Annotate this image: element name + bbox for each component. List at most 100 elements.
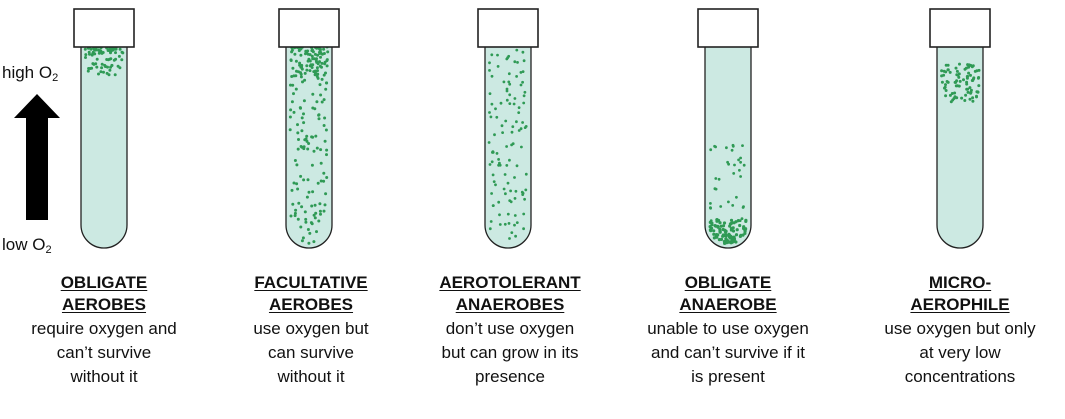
bacteria-dot (290, 48, 294, 52)
bacteria-dot (84, 53, 88, 57)
bacteria-dot (503, 173, 507, 176)
bacteria-dot (489, 115, 493, 119)
bacteria-dot (322, 209, 326, 213)
bacteria-dot (519, 71, 523, 74)
bacteria-growth (940, 62, 981, 104)
bacteria-dot (489, 220, 493, 223)
bacteria-growth (708, 143, 748, 245)
bacteria-dot (315, 66, 319, 70)
caption-obligate-anaerobe: OBLIGATE ANAEROBE unable to use oxygen a… (628, 272, 828, 388)
bacteria-dot (296, 217, 300, 221)
bacteria-dot (302, 121, 306, 125)
bacteria-dot (498, 213, 501, 217)
bacteria-dot (524, 125, 528, 128)
tube-cap (697, 8, 759, 48)
caption-description-line: concentrations (904, 367, 1016, 386)
bacteria-dot (324, 128, 328, 132)
bacteria-dot (310, 204, 314, 208)
bacteria-dot (304, 217, 308, 221)
bacteria-dot (91, 50, 95, 54)
bacteria-dot (304, 49, 308, 53)
bacteria-dot (521, 121, 524, 124)
bacteria-dot (511, 125, 515, 129)
bacteria-dot (521, 50, 525, 54)
bacteria-dot (520, 145, 523, 149)
bacteria-dot (317, 219, 321, 223)
bacteria-dot (718, 230, 722, 234)
bacteria-dot (495, 115, 499, 119)
bacteria-dot (507, 72, 511, 76)
bacteria-dot (973, 69, 977, 73)
bacteria-dot (488, 111, 491, 114)
bacteria-dot (950, 92, 954, 95)
bacteria-dot (325, 176, 329, 179)
test-tube-2 (278, 8, 340, 249)
bacteria-dot (712, 232, 716, 236)
bacteria-dot (975, 90, 979, 94)
bacteria-dot (943, 85, 947, 89)
bacteria-dot (491, 204, 495, 208)
bacteria-dot (517, 106, 521, 109)
bacteria-dot (738, 219, 742, 223)
bacteria-dot (946, 68, 950, 72)
bacteria-dot (514, 234, 517, 238)
bacteria-dot (724, 233, 728, 237)
bacteria-dot (963, 99, 967, 102)
bacteria-dot (510, 231, 514, 235)
test-tube-1 (73, 8, 135, 249)
bacteria-dot (738, 234, 743, 238)
bacteria-dot (319, 212, 322, 216)
bacteria-dot (708, 225, 712, 229)
bacteria-dot (953, 91, 957, 95)
bacteria-dot (308, 53, 312, 57)
caption-title-line: MICRO- (928, 273, 992, 292)
bacteria-dot (732, 172, 736, 175)
bacteria-dot (302, 178, 306, 182)
bacteria-dot (506, 212, 510, 216)
bacteria-dot (83, 47, 87, 51)
bacteria-dot (323, 116, 327, 120)
bacteria-dot (488, 227, 492, 231)
caption-title-line: AEROBES (268, 295, 354, 314)
bacteria-dot (514, 189, 518, 193)
bacteria-dot (301, 236, 305, 240)
bacteria-dot (488, 163, 492, 166)
bacteria-dot (742, 227, 746, 231)
bacteria-dot (303, 78, 307, 82)
bacteria-dot (497, 200, 501, 204)
bacteria-dot (100, 66, 104, 70)
bacteria-dot (319, 179, 323, 183)
bacteria-dot (726, 160, 729, 164)
bacteria-dot (92, 62, 96, 66)
bacteria-dot (105, 58, 109, 61)
caption-description-line: at very low (919, 343, 1001, 362)
tube-cap (73, 8, 135, 48)
bacteria-dot (97, 72, 100, 76)
bacteria-dot (730, 148, 734, 152)
bacteria-dot (505, 164, 509, 167)
bacteria-dot (106, 65, 109, 69)
bacteria-dot (712, 236, 717, 240)
caption-title-line: AEROPHILE (910, 295, 1010, 314)
bacteria-dot (517, 111, 521, 114)
bacteria-dot (505, 87, 509, 91)
bacteria-dot (95, 65, 99, 69)
bacteria-dot (713, 224, 717, 228)
bacteria-dot (713, 144, 716, 148)
bacteria-dot (300, 67, 304, 71)
bacteria-dot (292, 181, 296, 185)
bacteria-dot (515, 48, 519, 52)
bacteria-dot (315, 57, 318, 61)
bacteria-dot (945, 80, 949, 83)
bacteria-dot (505, 98, 509, 102)
bacteria-dot (296, 123, 299, 127)
bacteria-dot (516, 61, 519, 64)
bacteria-dot (293, 211, 297, 215)
bacteria-dot (735, 195, 738, 199)
bacteria-dot (308, 59, 312, 63)
bacteria-dot (498, 163, 502, 167)
bacteria-dot (513, 60, 517, 64)
test-tube-diagram (14, 8, 991, 249)
bacteria-dot (318, 83, 322, 87)
bacteria-dot (726, 239, 730, 243)
